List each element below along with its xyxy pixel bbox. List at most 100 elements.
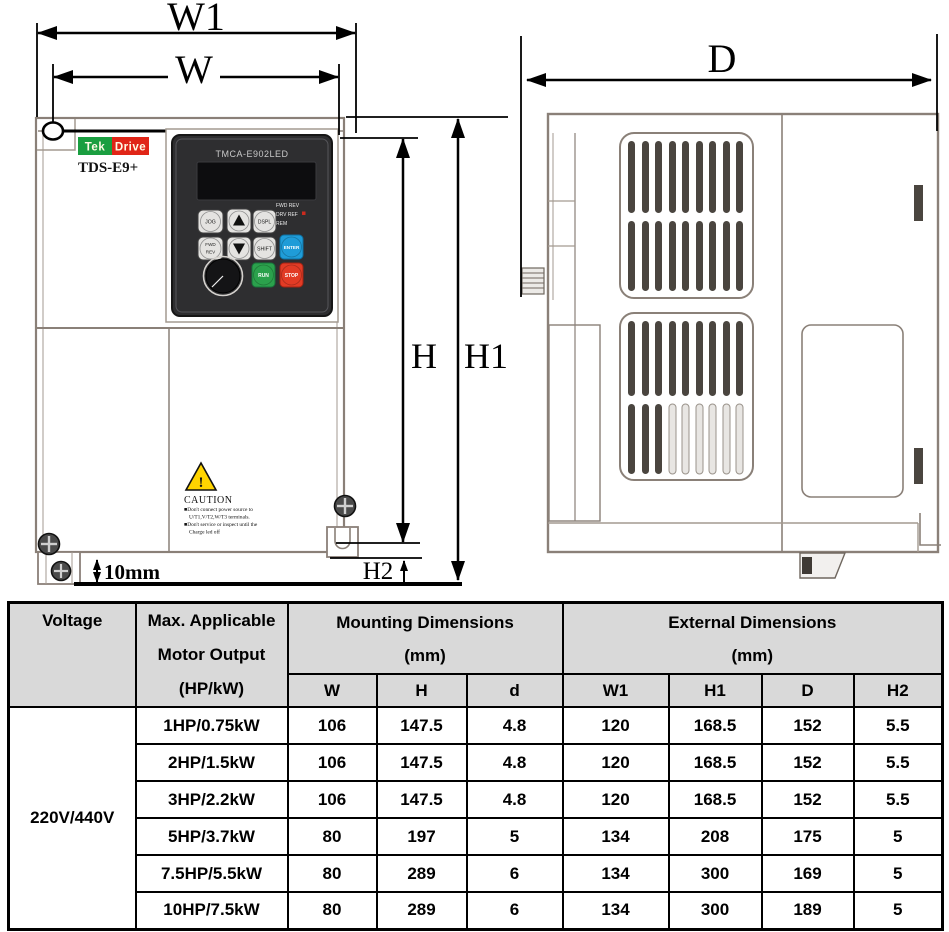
led-ref-indicator [302,211,306,215]
dim-label-h: H [411,336,437,376]
jog-button-ring [200,211,221,232]
stop-button [279,262,304,288]
table-cell: 80 [286,891,378,930]
header-external-unit: (mm) [731,645,774,665]
knob-indicator [211,275,224,288]
side-rear-bracket [919,513,941,546]
vent-slats-lower-row2 [628,403,744,475]
dim-h: H [336,137,437,544]
table-header-row-2: W H d W1 H1 D H2 [9,673,944,708]
vent-slats-upper-row1 [628,141,743,213]
table-cell: 4.8 [465,780,564,819]
keypad-panel: TMCA-E902LED FWD REV DRV REF REM JOG DSP… [165,128,339,323]
table-row: 2HP/1.5kW 106 147.5 4.8 120 168.5 152 5.… [9,743,944,782]
table-cell: 10HP/7.5kW [134,891,289,930]
table-cell: 169 [760,854,855,893]
jog-button [197,209,224,234]
table-cell: 289 [375,854,468,893]
vent-grille-lower [619,312,754,481]
keypad-display [196,161,317,201]
enter-button-label: ENTER [284,245,300,250]
dim-w: W [52,47,340,135]
table-cell: 134 [561,854,670,893]
dim-label-d: D [708,36,737,81]
screw-bottom-left [37,532,61,556]
led-label-fwd-rev: FWD REV [276,203,300,209]
keypad-face-inner-border [175,138,329,313]
shift-button-label: SHIFT [257,247,273,253]
mount-slot [334,528,351,550]
table-row: 5HP/3.7kW 80 197 5 134 208 175 5 [9,817,944,856]
table-cell: 106 [286,743,378,782]
header-mounting-title: Mounting Dimensions [336,612,514,632]
table-row: 220V/440V 1HP/0.75kW 106 147.5 4.8 120 1… [7,706,944,930]
table-cell: 300 [667,854,763,893]
subheader-w: W [286,673,378,708]
side-access-panel [801,324,904,498]
table-cell: 134 [561,817,670,856]
table-cell: 80 [286,817,378,856]
table-cell: 5 [465,817,564,856]
table-cell: 3HP/2.2kW [134,780,289,819]
header-mounting-dimensions: Mounting Dimensions (mm) [286,601,564,676]
table-cell: 300 [667,891,763,930]
table-cell: 289 [375,891,468,930]
table-cell: 120 [561,706,670,745]
dim-label-w1: W1 [167,0,225,39]
header-motor-line2: Motor Output [157,645,266,664]
table-cell: 5 [852,891,944,930]
table-cell: 120 [561,780,670,819]
front-view: Tek Drive TDS-E9+ TMCA-E902LED FWD REV D… [34,0,508,586]
table-cell: 147.5 [375,780,468,819]
table-cell: 80 [286,854,378,893]
table-row: 7.5HP/5.5kW 80 289 6 134 300 169 5 [9,854,944,893]
vent-slats-lower-row1 [628,321,743,396]
top-mount-hole [41,121,65,141]
table-cell: 5 [852,817,944,856]
table-cell: 1HP/0.75kW [134,706,289,745]
jog-button-label: JOG [205,220,216,226]
vent-grille-upper [619,132,754,299]
table-cell: 152 [760,780,855,819]
dspl-button-ring [254,211,275,232]
dim-d: D [520,34,938,297]
side-lower-cover [548,324,601,522]
table-row: 10HP/7.5kW 80 289 6 134 300 189 5 [9,891,944,930]
logo-green-box [78,137,112,155]
fwd-rev-button-ring [199,237,222,260]
header-motor-line3: (HP/kW) [178,679,245,698]
dspl-button-label: DSPL [258,220,272,226]
knob-ring [202,255,244,297]
table-cell: 5.5 [852,780,944,819]
vent-slats-upper-row2 [628,221,743,291]
logo-red-box [112,137,149,155]
spec-table: Voltage Max. Applicable Motor Output (HP… [7,601,945,931]
table-cell: 168.5 [667,743,763,782]
subheader-d: d [465,673,564,708]
header-external-dimensions: External Dimensions (mm) [561,601,944,676]
table-cell: 152 [760,706,855,745]
table-cell: 2HP/1.5kW [134,743,289,782]
run-button-ring [253,264,274,286]
subheader-h2: H2 [852,673,944,708]
bottom-right-mount-tab [326,526,359,558]
table-header-row-1: Voltage Max. Applicable Motor Output (HP… [7,601,944,708]
header-motor-output: Max. Applicable Motor Output (HP/kW) [134,601,289,708]
dim-w1: W1 [36,0,357,133]
table-cell: 189 [760,891,855,930]
fwd-button-label: FWD [205,242,216,247]
table-cell: 5 [852,854,944,893]
run-button-label: RUN [258,273,269,279]
caution-line-2: U/T1,V/T2,W/T3 terminals. [189,515,250,521]
led-label-rem: REM [276,221,287,227]
subheader-h1: H1 [667,673,763,708]
dim-h1: H1 [346,116,508,581]
dim-label-10mm: 10mm [104,560,160,584]
table-cell: 152 [760,743,855,782]
table-cell: 120 [561,743,670,782]
caution-label: ! CAUTION ■Don't connect power source to… [184,461,258,536]
table-cell: 208 [667,817,763,856]
voltage-value-cell: 220V/440V [7,706,137,930]
shift-button [252,236,277,261]
table-cell: 147.5 [375,743,468,782]
